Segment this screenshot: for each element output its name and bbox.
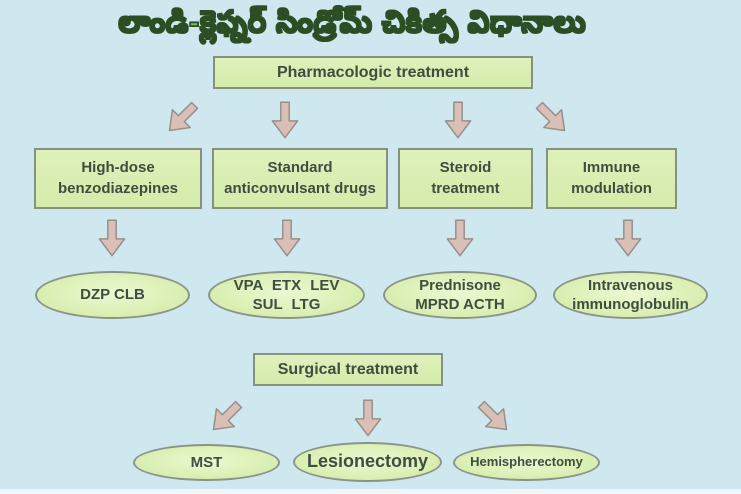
arrow-shape [212, 400, 243, 431]
node-prednisone-mprd-acth: Prednisone MPRD ACTH [383, 271, 537, 319]
arrow-shape [535, 101, 566, 132]
down-arrow-icon [98, 219, 126, 257]
down-arrow-icon [444, 101, 472, 139]
node-label-line: anticonvulsant drugs [224, 179, 376, 197]
arrow-shape [273, 219, 301, 257]
down-arrow-icon [273, 219, 301, 257]
node-steroid-treatment: Steroid treatment [398, 148, 533, 209]
node-intravenous-immunoglobulin: Intravenous immunoglobulin [553, 271, 708, 319]
arrow-shape [444, 101, 472, 139]
down-left-arrow-icon [212, 400, 243, 431]
page-title: లాండి-క్లెఫ్నర్ సిండ్రోమ్ చికిత్స విధానా… [118, 5, 587, 40]
node-standard-anticonvulsant-drugs: Standard anticonvulsant drugs [212, 148, 388, 209]
arrow-shape [477, 400, 508, 431]
down-arrow-icon [446, 219, 474, 257]
arrow-shape [98, 219, 126, 257]
down-left-arrow-icon [168, 101, 199, 132]
node-label: Hemispherectomy [470, 454, 583, 470]
node-label-line: VPA ETX LEV [233, 276, 340, 294]
node-label-line: Prednisone [419, 276, 501, 294]
arrow-shape [446, 219, 474, 257]
node-label-line: Intravenous [587, 276, 674, 294]
node-label: Pharmacologic treatment [276, 63, 470, 81]
node-lesionectomy: Lesionectomy [293, 442, 442, 482]
down-right-arrow-icon [477, 400, 508, 431]
node-label-line: treatment [431, 179, 500, 197]
node-label-line: SUL LTG [252, 296, 321, 313]
node-surgical-treatment: Surgical treatment [253, 353, 443, 386]
node-label-line: benzodiazepines [57, 179, 179, 197]
node-high-dose-benzodiazepines: High-dose benzodiazepines [34, 148, 202, 209]
bottom-edge-strip [0, 489, 741, 494]
node-label-line: High-dose [81, 159, 155, 177]
node-label-line: modulation [571, 179, 652, 197]
node-label: Lesionectomy [306, 451, 429, 472]
node-label-line: Immune [582, 159, 641, 177]
node-label-line: immunoglobulin [572, 296, 689, 313]
node-label: Surgical treatment [277, 360, 419, 378]
down-arrow-icon [271, 101, 299, 139]
node-label-line: Standard [267, 159, 333, 177]
node-label: MST [190, 453, 223, 471]
node-immune-modulation: Immune modulation [546, 148, 677, 209]
node-pharmacologic-treatment: Pharmacologic treatment [213, 56, 533, 89]
node-mst: MST [133, 444, 280, 481]
arrow-shape [168, 101, 199, 132]
arrow-shape [271, 101, 299, 139]
node-vpa-etx-lev-sul-ltg: VPA ETX LEV SUL LTG [208, 271, 365, 319]
node-label-line: Steroid [439, 159, 492, 177]
down-arrow-icon [614, 219, 642, 257]
down-right-arrow-icon [535, 101, 566, 132]
node-label-line: DZP CLB [80, 286, 145, 304]
node-label-line: MPRD ACTH [415, 296, 505, 313]
down-arrow-icon [354, 399, 382, 437]
arrow-shape [614, 219, 642, 257]
node-hemispherectomy: Hemispherectomy [453, 444, 600, 481]
arrow-shape [354, 399, 382, 437]
node-dzp-clb: DZP CLB [35, 271, 190, 319]
